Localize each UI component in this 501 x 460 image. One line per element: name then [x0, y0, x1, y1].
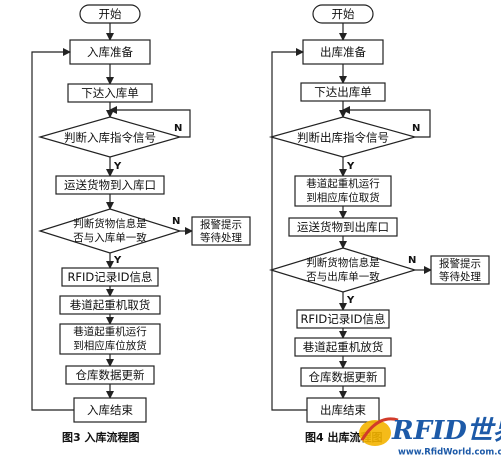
- right-transport-label: 运送货物到出库口: [297, 220, 389, 234]
- left-update-label: 仓库数据更新: [76, 368, 145, 382]
- right-return-loop: [271, 48, 307, 411]
- left-yes-label-1: Y: [113, 161, 122, 172]
- left-yes-label-2: Y: [113, 255, 122, 266]
- left-crane-pick-label: 巷道起重机取货: [70, 298, 151, 312]
- left-prepare-node: [69, 39, 151, 65]
- right-no-loop-1: [342, 106, 431, 138]
- right-no-label-2: N: [408, 255, 416, 266]
- right-judge-goods-line2: 否与出库单一致: [306, 270, 380, 283]
- left-rfid-label: RFID记录ID信息: [67, 270, 152, 284]
- right-judge-signal-label: 判断出库指令信号: [297, 131, 389, 145]
- left-no-loop-1: [109, 106, 191, 138]
- left-judge-goods-line1: 判断货物信息是: [73, 217, 147, 230]
- right-no-label-1: N: [412, 123, 420, 134]
- left-crane-run-node: [59, 323, 161, 355]
- left-end-node: [73, 397, 147, 423]
- left-judge-goods-line2: 否与入库单一致: [73, 231, 147, 244]
- right-order-label: 下达出库单: [314, 85, 372, 99]
- watermark-brand: RFID世界网: [391, 416, 501, 446]
- right-crane-run-node: [294, 175, 392, 207]
- left-alarm-node: [191, 216, 251, 246]
- left-alarm-line2: 等待处理: [200, 231, 242, 244]
- watermark-globe-icon: [359, 420, 391, 446]
- right-crane-run-line2: 到相应库位取货: [306, 191, 380, 204]
- left-caption: 图3 入库流程图: [62, 430, 139, 444]
- left-judge-goods-node: [37, 208, 183, 254]
- right-judge-goods-line1: 判断货物信息是: [306, 256, 380, 269]
- right-judge-goods-node: [268, 247, 418, 293]
- right-yes-label-1: Y: [346, 161, 355, 172]
- right-prepare-label: 出库准备: [320, 45, 366, 59]
- left-order-label: 下达入库单: [81, 86, 139, 100]
- left-no-label-1: N: [174, 123, 182, 134]
- right-rfid-label: RFID记录ID信息: [300, 312, 385, 326]
- right-crane-place-label: 巷道起重机放货: [303, 340, 384, 354]
- left-prepare-label: 入库准备: [87, 45, 133, 59]
- left-crane-run-line1: 巷道起重机运行: [73, 325, 147, 338]
- left-return-loop: [31, 48, 74, 411]
- inbound-flowchart: 开始 入库准备 下达入库单 判断入库指令信号 N Y 运送货物到入库口 判断货物…: [31, 4, 251, 444]
- right-end-node: [306, 397, 380, 423]
- left-start-label: 开始: [99, 7, 122, 21]
- right-start-label: 开始: [332, 7, 355, 21]
- right-update-label: 仓库数据更新: [309, 370, 378, 384]
- left-alarm-line1: 报警提示: [200, 218, 242, 231]
- right-alarm-line1: 报警提示: [439, 257, 481, 270]
- left-crane-run-line2: 到相应库位放货: [73, 339, 147, 352]
- rfidworld-watermark: RFID世界网 www.RfidWorld.com.cn: [359, 416, 501, 458]
- watermark-site: www.RfidWorld.com.cn: [398, 448, 501, 458]
- left-transport-label: 运送货物到入库口: [64, 178, 156, 192]
- right-yes-label-2: Y: [346, 295, 355, 306]
- right-alarm-line2: 等待处理: [439, 270, 481, 283]
- outbound-flowchart: 开始 出库准备 下达出库单 判断出库指令信号 N Y 巷道起重机运行 到相应库位…: [268, 4, 490, 444]
- left-no-label-2: N: [172, 216, 180, 227]
- right-end-label: 出库结束: [320, 403, 366, 417]
- left-judge-signal-label: 判断入库指令信号: [64, 131, 156, 145]
- right-alarm-node: [430, 255, 490, 285]
- watermark-swoosh-icon: [360, 417, 399, 441]
- right-crane-run-line1: 巷道起重机运行: [306, 177, 380, 190]
- left-end-label: 入库结束: [87, 403, 133, 417]
